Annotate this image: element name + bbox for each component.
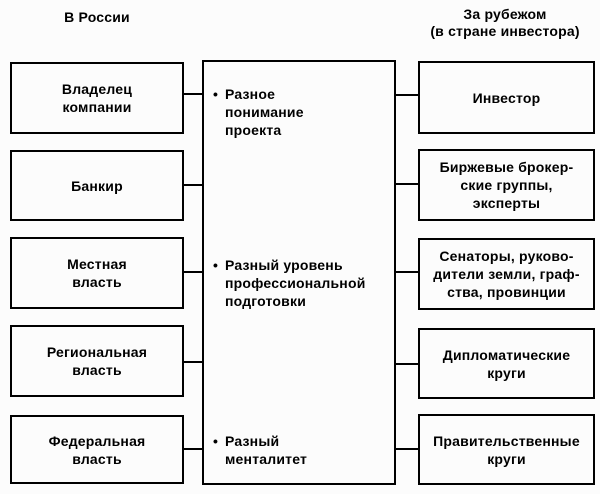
box-broker-groups-label: Биржевые брокер-ские группы,эксперты [439, 159, 574, 211]
header-abroad: За рубежом(в стране инвестора) [430, 6, 580, 39]
connector-investor [396, 94, 418, 96]
bullet-icon: • [213, 257, 219, 273]
box-broker-groups: Биржевые брокер-ские группы,эксперты [418, 149, 595, 221]
box-investor-label: Инвестор [472, 89, 541, 106]
connector-senators [396, 271, 418, 273]
box-investor: Инвестор [418, 61, 595, 134]
connector-government-circles [396, 448, 418, 450]
connector-banker [184, 184, 202, 186]
connector-federal-authority [184, 448, 202, 450]
box-banker: Банкир [10, 150, 184, 221]
box-senators: Сенаторы, руково-дители земли, граф-ства… [418, 238, 595, 310]
bullet-icon: • [213, 86, 219, 102]
connector-company-owner [184, 93, 202, 95]
box-banker-label: Банкир [71, 177, 123, 194]
connector-diplomatic-circles [396, 363, 418, 365]
connector-broker-groups [396, 183, 418, 185]
header-in-russia: В России [64, 9, 130, 25]
connector-local-authority [184, 271, 202, 273]
box-senators-label: Сенаторы, руково-дители земли, граф-ства… [433, 248, 580, 300]
connector-regional-authority [184, 361, 202, 363]
bullet-icon: • [213, 433, 219, 449]
